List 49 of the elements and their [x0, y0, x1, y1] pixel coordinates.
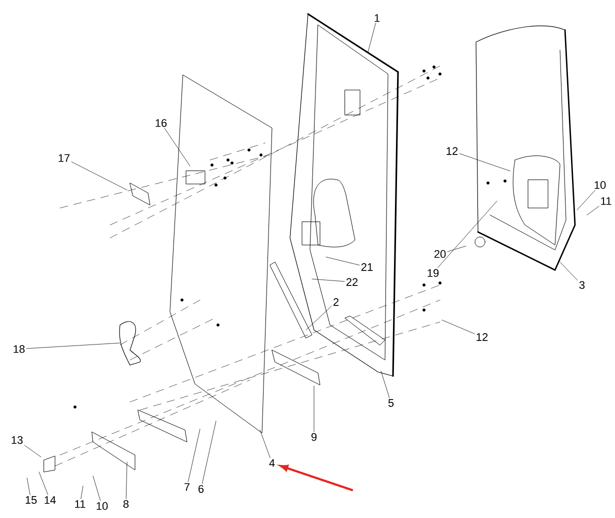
- leader-line: [126, 462, 128, 499]
- callout-number: 11: [601, 197, 612, 205]
- callout-number: 1: [374, 14, 380, 22]
- leader-line: [438, 200, 498, 268]
- leader-line: [560, 262, 578, 281]
- callout-number: 20: [434, 250, 446, 258]
- leader-line: [380, 370, 390, 398]
- leader-line: [442, 320, 475, 334]
- leader-line: [260, 430, 270, 458]
- callout-number: 10: [594, 181, 606, 189]
- callout-number: 12: [476, 333, 488, 341]
- leader-line: [368, 22, 376, 52]
- callout-number: 3: [579, 281, 585, 289]
- callout-number: 10: [96, 502, 108, 510]
- leader-line: [586, 206, 600, 216]
- callout-number: 15: [26, 496, 37, 504]
- callout-number: 21: [361, 263, 373, 271]
- callout-number: 18: [14, 345, 25, 353]
- leader-line: [326, 256, 360, 266]
- leader-line: [80, 486, 84, 499]
- callout-number: 4: [269, 459, 275, 467]
- leader-line: [38, 472, 48, 495]
- leader-line: [24, 445, 42, 458]
- callout-number: 9: [311, 433, 317, 441]
- leader-line: [576, 190, 596, 210]
- leader-line: [312, 278, 345, 282]
- callout-number: 14: [44, 496, 56, 504]
- leader-line: [202, 420, 216, 484]
- leader-line: [71, 162, 128, 190]
- leader-line: [26, 478, 30, 495]
- leader-line: [92, 476, 101, 501]
- leader-line: [447, 246, 466, 252]
- callout-number: 11: [75, 500, 86, 508]
- leader-line: [459, 153, 510, 172]
- callout-number: 12: [446, 147, 458, 155]
- leader-line: [164, 128, 190, 166]
- callout-number: 22: [346, 278, 358, 286]
- callout-number: 8: [123, 500, 129, 508]
- leader-line: [188, 428, 200, 482]
- callout-number: 16: [156, 119, 167, 127]
- callout-number: 6: [198, 485, 204, 493]
- callout-number: 17: [58, 154, 70, 162]
- leader-line: [26, 342, 120, 349]
- callout-number: 5: [388, 399, 394, 407]
- leader-line: [306, 306, 332, 330]
- callout-number: 19: [428, 269, 439, 277]
- callout-number: 13: [12, 436, 23, 444]
- callout-number: 2: [334, 298, 339, 306]
- callout-number: 7: [184, 483, 190, 491]
